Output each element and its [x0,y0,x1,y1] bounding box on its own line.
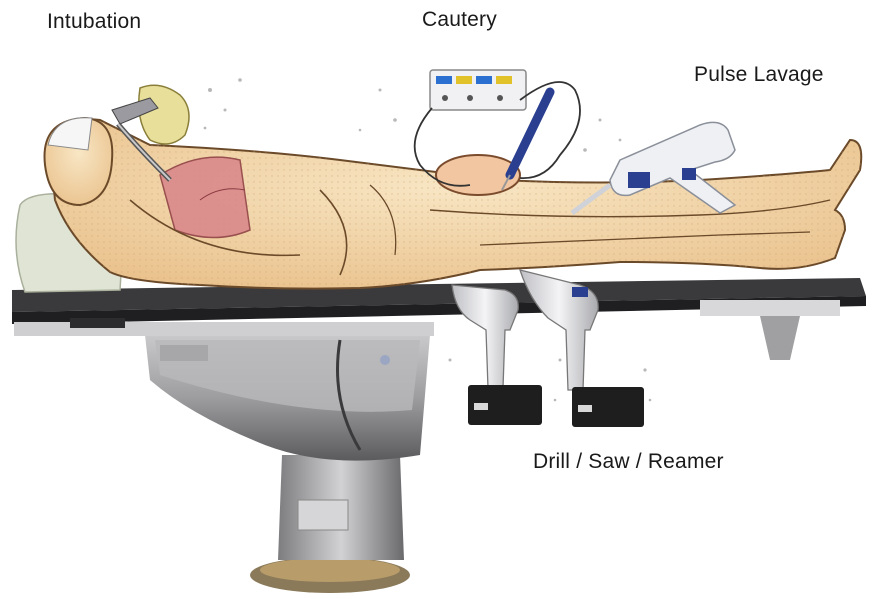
label-drill-saw-reamer: Drill / Saw / Reamer [533,450,724,474]
operating-table-icon [12,278,866,593]
label-intubation: Intubation [47,10,141,34]
label-pulse-lavage: Pulse Lavage [694,63,824,87]
label-cautery: Cautery [422,8,497,32]
cautery-generator-icon [430,70,526,110]
